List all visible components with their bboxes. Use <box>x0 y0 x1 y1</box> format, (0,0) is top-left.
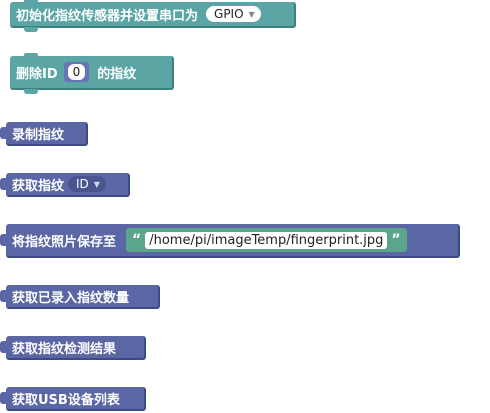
save-image-label: 将指纹照片保存至 <box>12 234 117 250</box>
close-quote-icon: ” <box>391 232 401 248</box>
detect-block-label: 获取指纹检测结果 <box>12 341 117 357</box>
init-block-label: 初始化指纹传感器并设置串口为 <box>16 8 199 24</box>
get-fingerprint-label: 获取指纹 <box>12 178 65 194</box>
block-connector-top <box>24 53 38 58</box>
fingerprint-attr-dropdown[interactable]: ID ▼ <box>68 176 106 192</box>
get-detection-result-block[interactable]: 获取指纹检测结果 <box>6 336 146 360</box>
serial-port-value: GPIO <box>214 7 244 21</box>
get-fingerprint-count-block[interactable]: 获取已录入指纹数量 <box>6 285 160 309</box>
delete-block-label-before: 删除ID <box>16 66 58 82</box>
init-fingerprint-block[interactable]: 初始化指纹传感器并设置串口为 GPIO ▼ <box>10 0 296 32</box>
chevron-down-icon: ▼ <box>93 179 100 189</box>
fingerprint-attr-value: ID <box>76 177 89 191</box>
image-path-field[interactable]: /home/pi/imageTemp/fingerprint.jpg <box>145 231 388 249</box>
chevron-down-icon: ▼ <box>248 9 255 19</box>
get-usb-devices-block[interactable]: 获取USB设备列表 <box>6 387 146 411</box>
serial-port-dropdown[interactable]: GPIO ▼ <box>206 6 261 22</box>
enroll-block-label: 录制指纹 <box>12 127 65 143</box>
save-fingerprint-image-block[interactable]: 将指纹照片保存至 “ /home/pi/imageTemp/fingerprin… <box>6 224 460 258</box>
enroll-fingerprint-block[interactable]: 录制指纹 <box>6 122 88 146</box>
usb-block-label: 获取USB设备列表 <box>12 392 120 408</box>
path-string-slot[interactable]: “ /home/pi/imageTemp/fingerprint.jpg ” <box>126 228 407 252</box>
block-connector-top <box>24 0 38 4</box>
block-connector-bottom <box>24 27 38 32</box>
get-fingerprint-block[interactable]: 获取指纹 ID ▼ <box>6 173 130 197</box>
delete-block-label-after: 的指纹 <box>97 66 137 82</box>
id-number-field[interactable]: 0 <box>67 64 86 80</box>
open-quote-icon: “ <box>132 232 142 248</box>
block-connector-bottom <box>24 89 38 94</box>
id-number-slot[interactable]: 0 <box>63 62 90 82</box>
count-block-label: 获取已录入指纹数量 <box>12 290 130 306</box>
delete-fingerprint-block[interactable]: 删除ID 0 的指纹 <box>10 53 174 94</box>
